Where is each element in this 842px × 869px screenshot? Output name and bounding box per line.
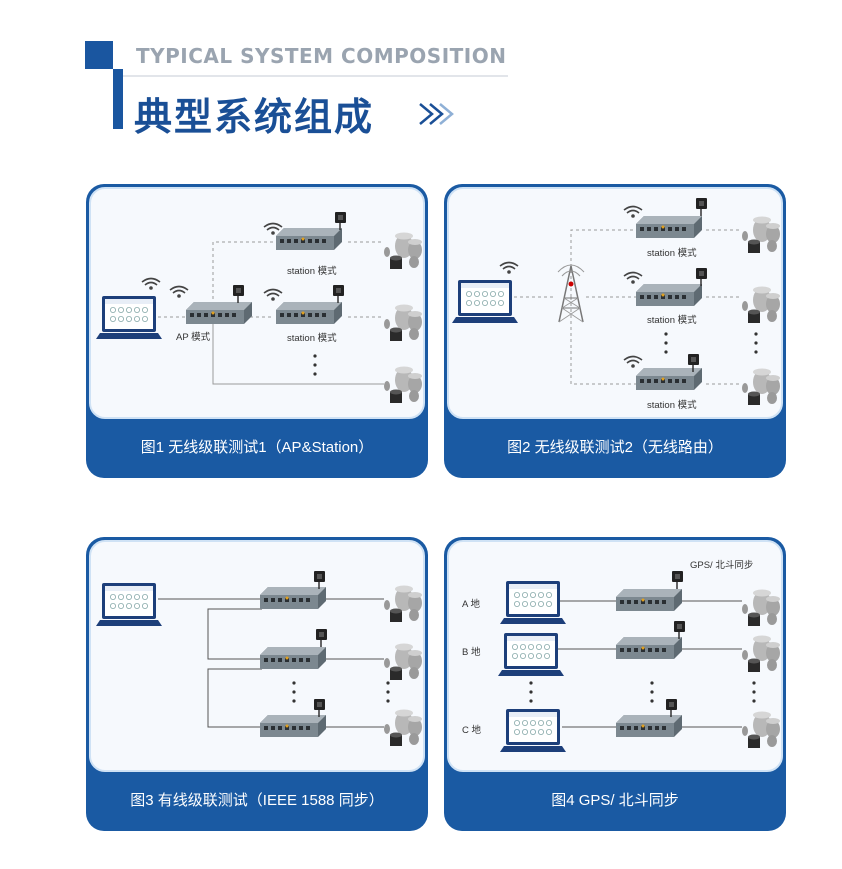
sensor-cluster-icon (384, 709, 422, 746)
daq-device-icon (260, 647, 326, 669)
gps-antenna-icon (232, 284, 245, 304)
diagram-panel-1: AP 模式 station 模式 station 模式 图1 无线级联测试1（A… (86, 184, 428, 478)
daq-device-icon (276, 228, 342, 250)
gps-antenna-icon (673, 620, 686, 640)
header-accent-bar (113, 69, 123, 129)
tower-icon (557, 264, 585, 323)
wifi-icon (263, 288, 283, 302)
gps-antenna-icon (665, 698, 678, 718)
sensor-cluster-icon (384, 585, 422, 622)
daq-device-icon (260, 715, 326, 737)
sensor-cluster-icon (742, 216, 780, 253)
figure-caption: 图2 无线级联测试2（无线路由） (507, 439, 723, 456)
sensor-cluster-icon (742, 635, 780, 672)
figure-caption: 图4 GPS/ 北斗同步 (551, 792, 679, 809)
page-title: 典型系统组成 (134, 95, 375, 139)
wired-cascade-ieee1588-diagram (95, 570, 422, 746)
gps-beidou-sync-diagram: GPS/ 北斗同步 A 地 B 地 C 地 (462, 560, 780, 753)
gps-antenna-icon (315, 628, 328, 648)
wifi-icon (499, 261, 519, 275)
daq-device-icon (636, 216, 702, 238)
daq-device-icon (616, 715, 682, 737)
station-mode-label: station 模式 (287, 332, 337, 344)
daq-device-icon (616, 589, 682, 611)
daq-device-icon (616, 637, 682, 659)
laptop-icon (499, 708, 567, 753)
sensor-cluster-icon (384, 366, 422, 403)
wifi-icon (623, 205, 643, 219)
gps-antenna-icon (313, 698, 326, 718)
station-mode-label: station 模式 (647, 314, 697, 326)
diagram-area (447, 540, 783, 772)
laptop-icon (95, 582, 163, 627)
wifi-icon (623, 271, 643, 285)
gps-antenna-icon (671, 570, 684, 590)
gps-antenna-icon (313, 570, 326, 590)
ap-mode-label: AP 模式 (176, 331, 211, 343)
daq-device-icon (276, 302, 342, 324)
double-chevron-icon (419, 103, 454, 125)
diagram-area (89, 540, 425, 772)
station-mode-label: station 模式 (647, 247, 697, 259)
header-subtitle: TYPICAL SYSTEM COMPOSITION (136, 44, 507, 68)
sensor-cluster-icon (742, 286, 780, 323)
sensor-cluster-icon (742, 711, 780, 748)
gps-antenna-icon (695, 267, 708, 287)
diagram-panel-2: station 模式 station 模式 station 模式 图2 无线级联… (444, 184, 786, 478)
gps-antenna-icon (695, 197, 708, 217)
diagram-area (447, 187, 783, 419)
daq-device-icon (636, 368, 702, 390)
station-mode-label: station 模式 (287, 265, 337, 277)
diagram-panel-4: GPS/ 北斗同步 A 地 B 地 C 地 图4 GPS/ 北斗同步 (444, 537, 786, 831)
sensor-cluster-icon (742, 368, 780, 405)
wireless-cascade-ap-station-diagram: AP 模式 station 模式 station 模式 (95, 211, 422, 403)
wifi-icon (141, 277, 161, 291)
wifi-icon (169, 285, 189, 299)
sensor-cluster-icon (384, 304, 422, 341)
wireless-cascade-router-diagram: station 模式 station 模式 station 模式 (451, 197, 780, 411)
sensor-cluster-icon (384, 232, 422, 269)
diagram-panel-3: 图3 有线级联测试（IEEE 1588 同步） (86, 537, 428, 831)
gps-antenna-icon (334, 211, 347, 231)
header-divider (113, 75, 508, 77)
sensor-cluster-icon (742, 589, 780, 626)
laptop-icon (499, 580, 567, 625)
laptop-icon (497, 632, 565, 677)
gps-sync-label: GPS/ 北斗同步 (690, 560, 753, 571)
sensor-cluster-icon (384, 643, 422, 680)
daq-device-icon (260, 587, 326, 609)
site-c-label: C 地 (462, 724, 482, 736)
laptop-icon (95, 295, 163, 340)
daq-device-icon (186, 302, 252, 324)
daq-device-icon (636, 284, 702, 306)
laptop-icon (451, 279, 519, 324)
figure-caption: 图1 无线级联测试1（AP&Station） (140, 439, 374, 456)
station-mode-label: station 模式 (647, 399, 697, 411)
figure-caption: 图3 有线级联测试（IEEE 1588 同步） (130, 792, 384, 809)
gps-antenna-icon (332, 284, 345, 304)
site-a-label: A 地 (462, 598, 480, 610)
header-accent-square (85, 41, 113, 69)
wifi-icon (623, 355, 643, 369)
site-b-label: B 地 (462, 646, 481, 658)
